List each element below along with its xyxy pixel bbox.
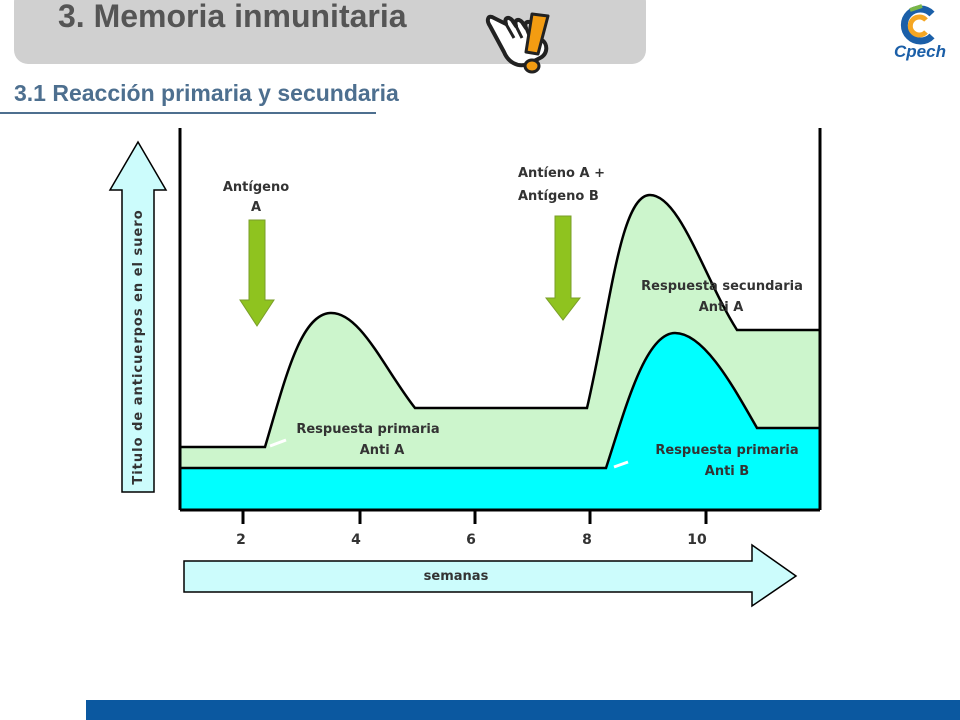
x-tick-label: 2 [236,532,246,548]
primary-response-b-label-line1: Respuesta primaria [655,443,798,458]
x-tick-label: 6 [466,532,476,548]
footer-bar [86,700,960,720]
subtitle-underline [0,112,376,114]
antigen-a-label-line2: A [251,200,261,215]
antigen-a-arrow [239,219,275,327]
y-axis-arrow [108,140,168,493]
cpech-logo-text: Cpech [894,42,946,61]
page-title: 3. Memoria inmunitaria [58,0,407,34]
secondary-response-a-label-line2: Anti A [699,300,744,315]
hand-pointer-exclamation-icon [485,12,550,74]
anti-a-curve [180,193,820,449]
anti-b-curve [180,331,820,470]
x-tick-label: 4 [351,532,361,548]
primary-response-b-label-line2: Anti B [705,464,749,479]
x-axis-label: semanas [424,569,489,584]
antigen-a-label-line1: Antígeno [223,180,289,195]
anti-b-response-area [180,333,820,510]
x-tick-label: 8 [582,532,592,548]
y-axis-label: Titulo de anticuerpos en el suero [131,209,146,484]
white-mark [269,438,287,448]
white-mark [613,460,629,469]
cpech-logo: Cpech [880,2,960,68]
antigen-ab-label-line1: Antíeno A + [518,166,605,181]
x-axis-arrow [183,543,798,608]
x-tick-label: 10 [687,532,707,548]
primary-response-a-label-line2: Anti A [360,443,405,458]
antigen-ab-arrow [544,215,582,321]
antigen-ab-label-line2: Antígeno B [518,189,599,204]
secondary-response-a-label-line1: Respuesta secundaria [641,279,803,294]
section-subtitle: 3.1 Reacción primaria y secundaria [14,80,399,106]
cpech-logo-mark [900,4,935,45]
primary-response-a-label-line1: Respuesta primaria [296,422,439,437]
